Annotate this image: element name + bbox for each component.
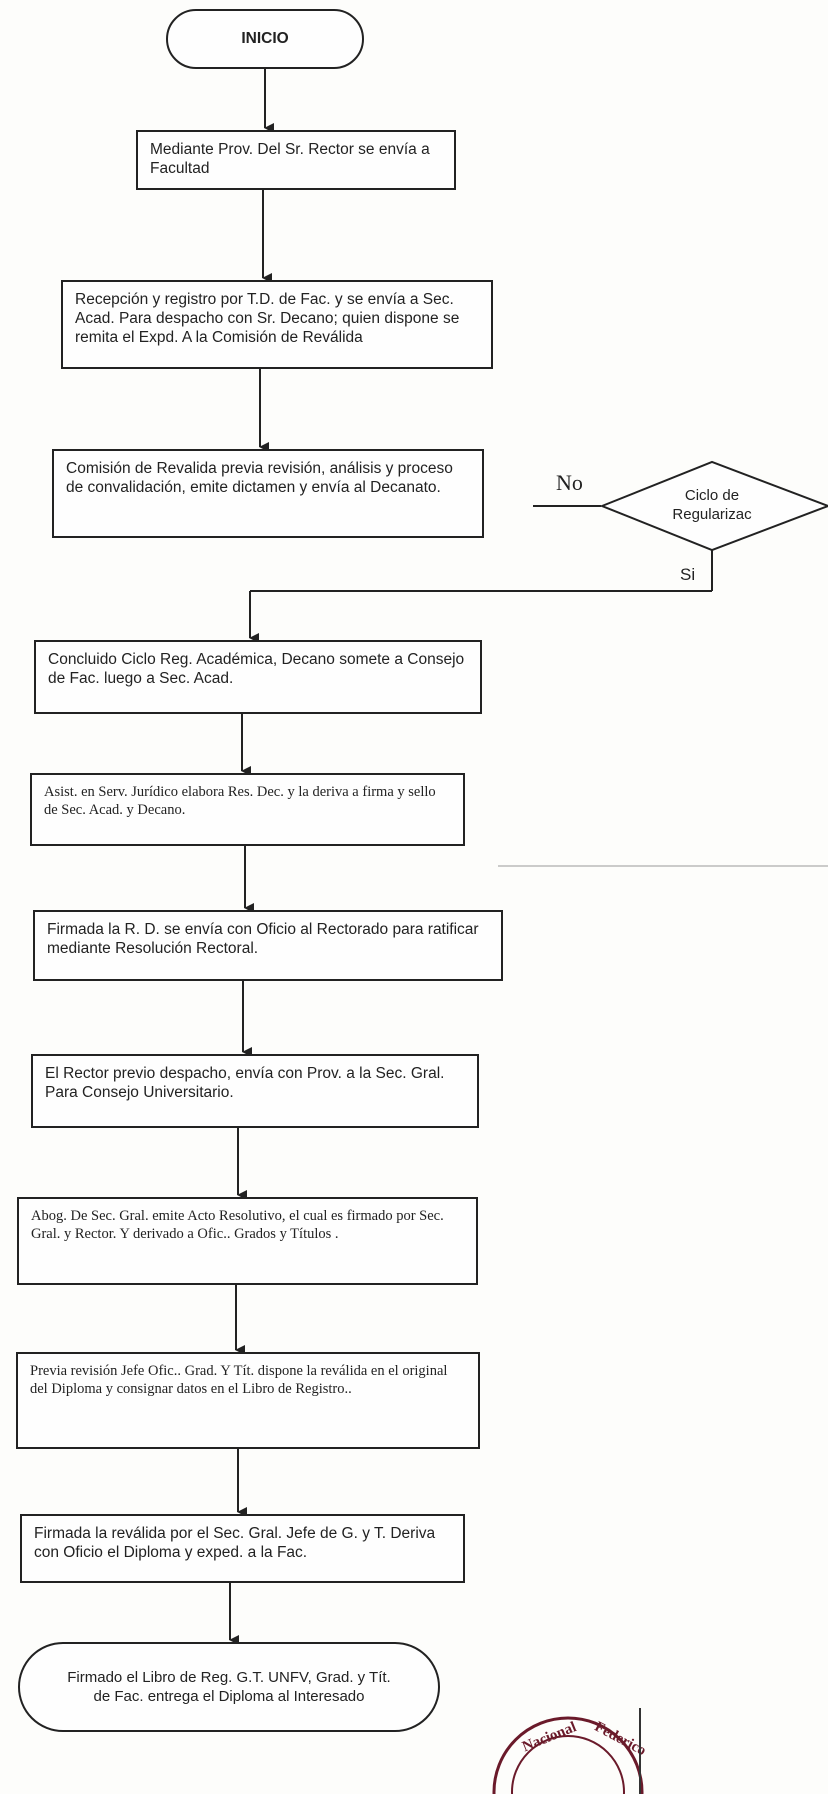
step-4-box: Concluido Ciclo Reg. Académica, Decano s… xyxy=(34,640,482,714)
step-2-text: Recepción y registro por T.D. de Fac. y … xyxy=(75,291,460,346)
step-3-box: Comisión de Revalida previa revisión, an… xyxy=(52,449,484,538)
step-10-box: Firmada la reválida por el Sec. Gral. Je… xyxy=(20,1514,465,1583)
step-6-box: Firmada la R. D. se envía con Oficio al … xyxy=(33,910,503,981)
step-1-text: Mediante Prov. Del Sr. Rector se envía a… xyxy=(150,141,430,177)
step-6-text: Firmada la R. D. se envía con Oficio al … xyxy=(47,921,479,957)
step-5-text: Asist. en Serv. Jurídico elabora Res. De… xyxy=(44,784,436,818)
step-4-text: Concluido Ciclo Reg. Académica, Decano s… xyxy=(48,651,465,687)
decision-si-label: Si xyxy=(680,565,696,584)
step-3-text: Comisión de Revalida previa revisión, an… xyxy=(66,460,453,496)
step-8-box: Abog. De Sec. Gral. emite Acto Resolutiv… xyxy=(17,1197,478,1285)
start-terminal: INICIO xyxy=(166,9,364,69)
decision-no-label: No xyxy=(556,470,583,495)
step-8-text: Abog. De Sec. Gral. emite Acto Resolutiv… xyxy=(31,1208,444,1242)
seal-stamp: Nacional Federico xyxy=(492,1708,648,1794)
end-label: Firmado el Libro de Reg. G.T. UNFV, Grad… xyxy=(67,1669,391,1705)
svg-text:Nacional: Nacional xyxy=(520,1719,579,1755)
step-2-box: Recepción y registro por T.D. de Fac. y … xyxy=(61,280,493,369)
step-7-text: El Rector previo despacho, envía con Pro… xyxy=(45,1065,445,1101)
step-9-text: Previa revisión Jefe Ofic.. Grad. Y Tít.… xyxy=(30,1363,448,1397)
step-5-box: Asist. en Serv. Jurídico elabora Res. De… xyxy=(30,773,465,846)
step-9-box: Previa revisión Jefe Ofic.. Grad. Y Tít.… xyxy=(16,1352,480,1449)
end-terminal: Firmado el Libro de Reg. G.T. UNFV, Grad… xyxy=(18,1642,440,1732)
decision-diamond xyxy=(599,460,828,552)
step-7-box: El Rector previo despacho, envía con Pro… xyxy=(31,1054,479,1128)
step-1-box: Mediante Prov. Del Sr. Rector se envía a… xyxy=(136,130,456,190)
step-10-text: Firmada la reválida por el Sec. Gral. Je… xyxy=(34,1525,436,1561)
start-label: INICIO xyxy=(241,30,289,47)
decision-label: Ciclo de Regularizac xyxy=(672,487,752,523)
